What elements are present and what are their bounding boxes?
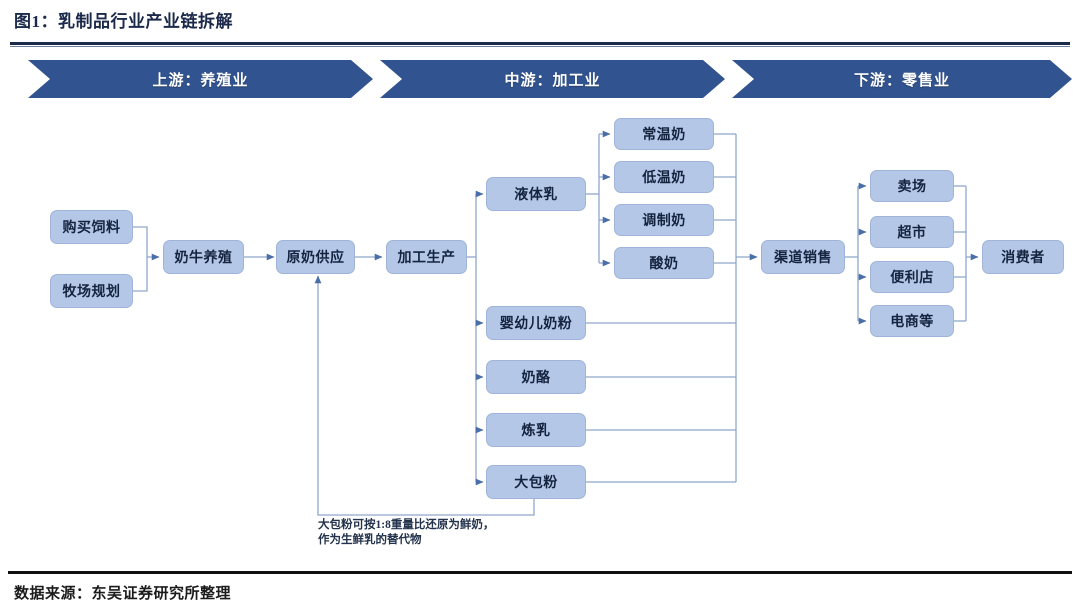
node-infant-formula-label: 婴幼儿奶粉: [499, 317, 573, 332]
node-consumer[interactable]: 消费者: [982, 240, 1064, 274]
node-buy-feed-label: 购买饲料: [62, 221, 121, 236]
node-liquid-milk-label: 液体乳: [514, 188, 558, 203]
node-supermarket[interactable]: 超市: [870, 216, 954, 248]
node-pasture-plan-label: 牧场规划: [62, 285, 121, 300]
node-bulk-powder[interactable]: 大包粉: [486, 465, 586, 499]
node-infant-formula[interactable]: 婴幼儿奶粉: [486, 306, 586, 340]
node-ambient-milk[interactable]: 常温奶: [614, 118, 714, 150]
node-cow-farming[interactable]: 奶牛养殖: [163, 240, 244, 274]
node-yogurt-label: 酸奶: [649, 257, 679, 272]
bulk-powder-annotation: 大包粉可按1:8重量比还原为鲜奶， 作为生鲜乳的替代物: [318, 518, 558, 548]
source-note: 数据来源：东吴证券研究所整理: [14, 586, 232, 602]
title-row: 图1：乳制品行业产业链拆解: [14, 10, 1066, 40]
bulk-powder-annotation-line2: 作为生鲜乳的替代物: [318, 534, 422, 546]
bulk-powder-annotation-line1: 大包粉可按1:8重量比还原为鲜奶，: [318, 519, 495, 531]
node-consumer-label: 消费者: [1001, 251, 1045, 266]
banner-midstream: 中游：加工业: [380, 60, 725, 98]
node-buy-feed[interactable]: 购买饲料: [50, 210, 133, 244]
node-condensed-milk[interactable]: 炼乳: [486, 413, 586, 447]
node-processing[interactable]: 加工生产: [386, 240, 467, 274]
banner-upstream-label: 上游：养殖业: [152, 72, 249, 89]
node-supermarket-label: 超市: [897, 226, 927, 241]
node-convenience-store[interactable]: 便利店: [870, 261, 954, 293]
node-yogurt[interactable]: 酸奶: [614, 247, 714, 279]
node-condensed-milk-label: 炼乳: [521, 424, 551, 439]
banner-midstream-label: 中游：加工业: [504, 72, 601, 89]
node-hypermarket-label: 卖场: [897, 180, 927, 195]
node-ecommerce-label: 电商等: [890, 315, 934, 330]
banner-upstream: 上游：养殖业: [28, 60, 373, 98]
node-modified-milk-label: 调制奶: [642, 214, 686, 229]
node-raw-milk-supply[interactable]: 原奶供应: [276, 240, 355, 274]
node-raw-milk-supply-label: 原奶供应: [286, 251, 345, 266]
node-pasture-plan[interactable]: 牧场规划: [50, 274, 133, 308]
node-hypermarket[interactable]: 卖场: [870, 170, 954, 202]
banner-downstream: 下游：零售业: [732, 60, 1072, 98]
node-bulk-powder-label: 大包粉: [514, 476, 558, 491]
node-convenience-store-label: 便利店: [890, 271, 934, 286]
node-cheese-label: 奶酪: [521, 371, 551, 386]
node-channel-sales-label: 渠道销售: [774, 251, 832, 266]
node-channel-sales[interactable]: 渠道销售: [761, 240, 845, 274]
page-title: 图1：乳制品行业产业链拆解: [14, 12, 233, 31]
node-ambient-milk-label: 常温奶: [642, 128, 686, 143]
title-divider-thin: [10, 46, 1070, 47]
node-liquid-milk[interactable]: 液体乳: [486, 177, 586, 211]
footer-divider: [8, 571, 1072, 574]
node-processing-label: 加工生产: [397, 251, 456, 266]
banner-downstream-label: 下游：零售业: [853, 72, 950, 89]
node-modified-milk[interactable]: 调制奶: [614, 204, 714, 236]
node-chilled-milk-label: 低温奶: [642, 171, 686, 186]
node-ecommerce[interactable]: 电商等: [870, 305, 954, 337]
node-chilled-milk[interactable]: 低温奶: [614, 161, 714, 193]
title-divider: [10, 42, 1070, 45]
node-cow-farming-label: 奶牛养殖: [174, 251, 233, 266]
node-cheese[interactable]: 奶酪: [486, 360, 586, 394]
